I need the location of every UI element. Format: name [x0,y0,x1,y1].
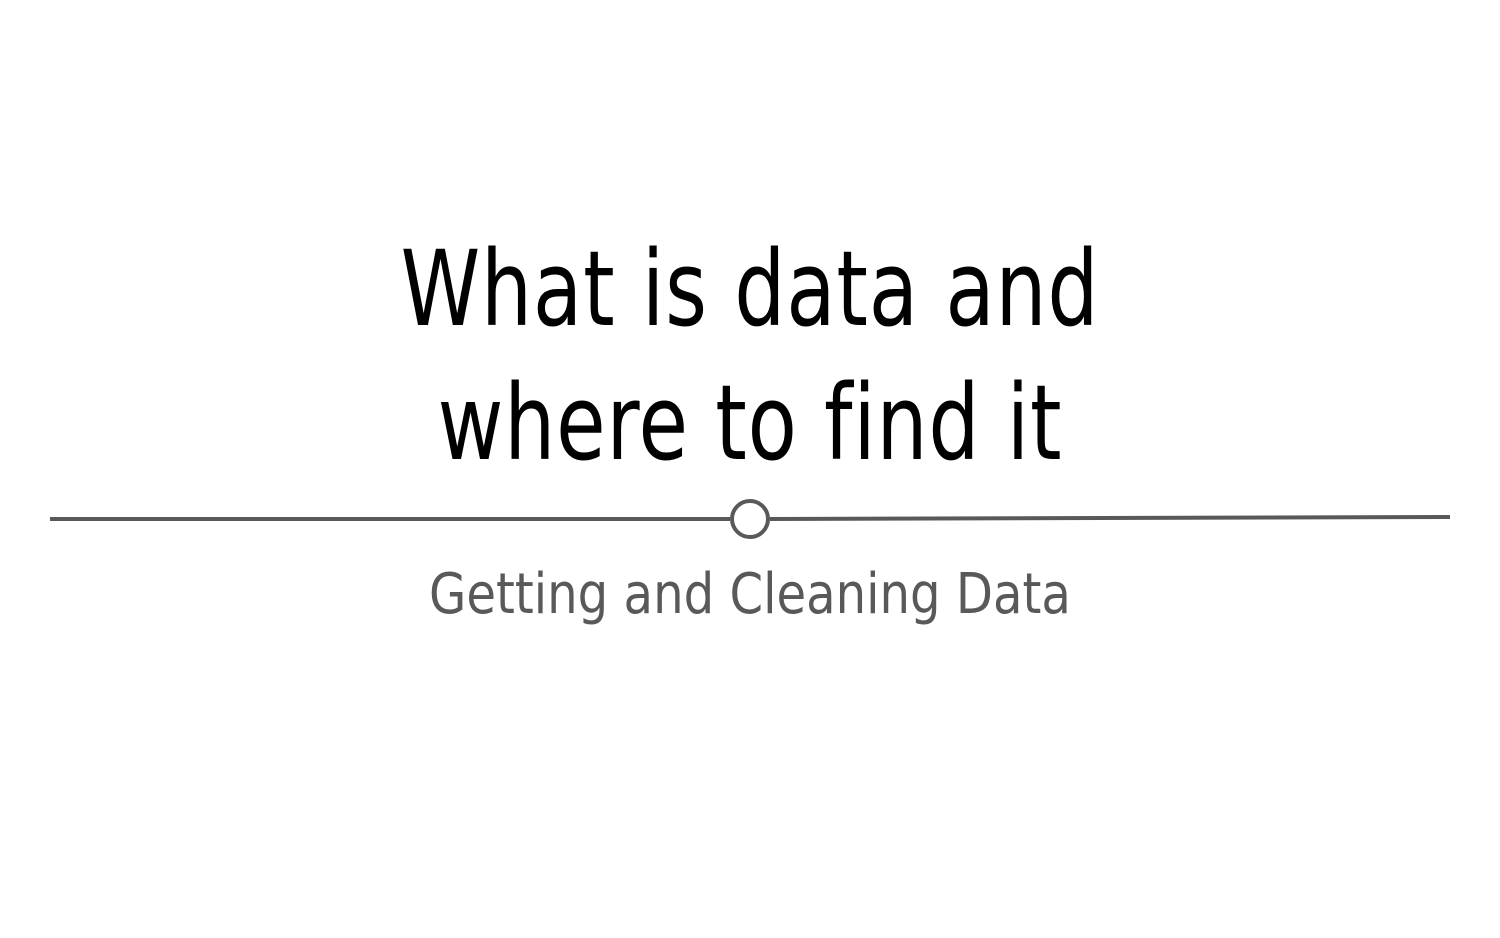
slide-title-line-1: What is data and [400,228,1100,350]
title-divider [50,499,1450,539]
divider-circle-icon [730,499,770,539]
slide-title-line-2: where to find it [437,362,1063,484]
divider-line-right [769,515,1450,521]
slide-subtitle: Getting and Cleaning Data [429,562,1071,627]
slide-title: What is data and where to find it [105,222,1395,490]
